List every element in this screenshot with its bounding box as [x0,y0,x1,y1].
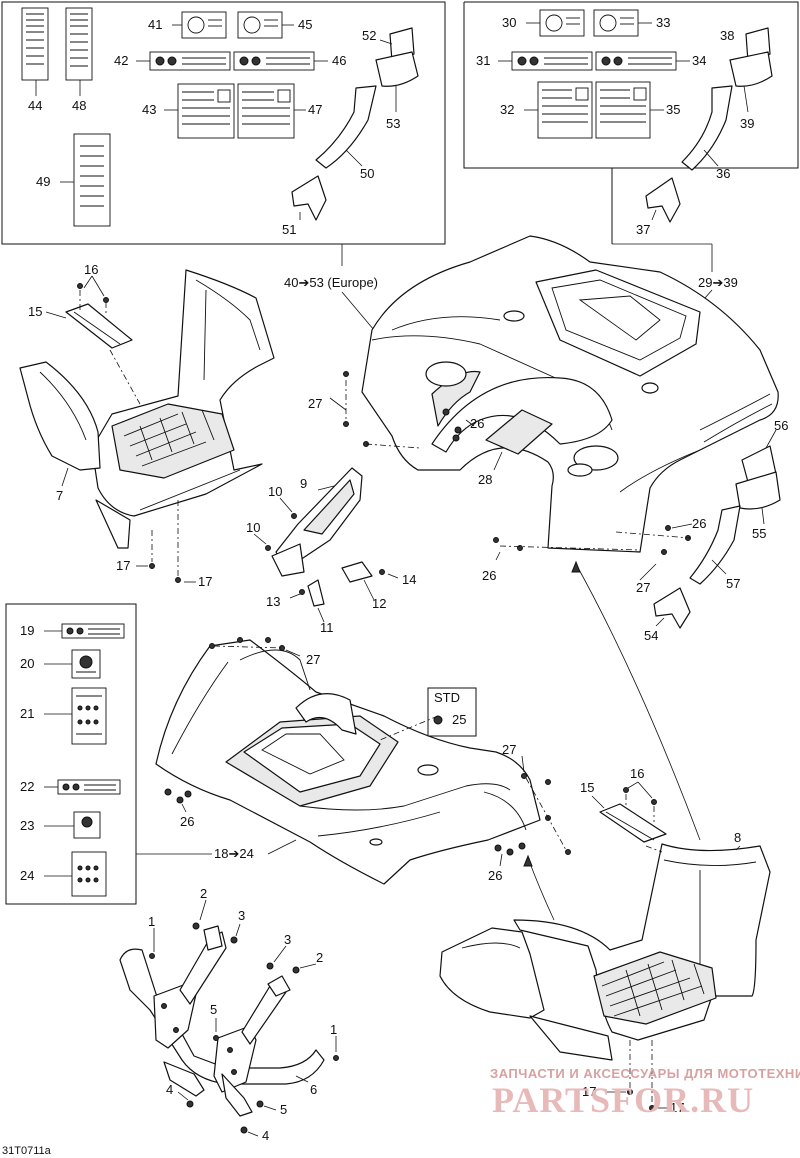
range-europe: 40➔53 (Europe) [284,275,378,290]
range-18-24: 18➔24 [214,846,254,861]
front-fender [155,637,571,921]
callout-16b: 16 [630,766,644,781]
callout-51: 51 [282,222,296,237]
callout-12: 12 [372,596,386,611]
label-kit-europe-box [1,1,446,245]
right-footrest [439,781,771,1111]
callout-47: 47 [308,102,322,117]
callout-35: 35 [666,102,680,117]
callout-27b: 27 [636,580,650,595]
callout-56: 56 [774,418,788,433]
callout-numbers: 44 48 49 41 45 42 46 43 47 52 53 50 51 3… [2,15,788,1157]
callout-39: 39 [740,116,754,131]
left-footrest [19,269,275,583]
callout-22: 22 [20,779,34,794]
callout-17c: 17 [582,1084,596,1099]
callout-17d: 17 [670,1100,684,1115]
callout-46: 46 [332,53,346,68]
callout-10a: 10 [268,484,282,499]
callout-27c: 27 [306,652,320,667]
callout-17a: 17 [116,558,130,573]
callout-5b: 5 [280,1102,287,1117]
callout-26e: 26 [488,868,502,883]
callout-2b: 2 [316,950,323,965]
callout-43: 43 [142,102,156,117]
callout-32: 32 [500,102,514,117]
callout-8: 8 [734,830,741,845]
callout-30: 30 [502,15,516,30]
rear-fender [361,235,779,553]
std-label: STD [434,690,460,705]
callout-5a: 5 [210,1002,217,1017]
callout-17b: 17 [198,574,212,589]
callout-20: 20 [20,656,34,671]
callout-15a: 15 [28,304,42,319]
callout-6: 6 [310,1082,317,1097]
callout-21: 21 [20,706,34,721]
watermark-tagline: ЗАПЧАСТИ И АКСЕССУАРЫ ДЛЯ МОТОТЕХНИКИ [490,1066,800,1081]
label-kit-standard-box [463,1,799,244]
figure-code: 31T0711a [2,1145,52,1157]
callout-31: 31 [476,53,490,68]
callout-10b: 10 [246,520,260,535]
rear-fender-fasteners [329,371,693,581]
support-brackets [253,467,399,623]
callout-54: 54 [644,628,658,643]
callout-49: 49 [36,174,50,189]
callout-19: 19 [20,623,34,638]
callout-34: 34 [692,53,706,68]
callout-26a: 26 [470,416,484,431]
callout-24: 24 [20,868,34,883]
rear-mudflaps [653,429,781,629]
callout-4a: 4 [166,1082,173,1097]
callout-38: 38 [720,28,734,43]
callout-25: 25 [452,712,466,727]
callout-44: 44 [28,98,42,113]
callout-4b: 4 [262,1128,269,1143]
watermark-logo: PARTSFOR.RU [492,1080,754,1120]
callout-48: 48 [72,98,86,113]
callout-26b: 26 [482,568,496,583]
callout-53: 53 [386,116,400,131]
callout-9: 9 [300,476,307,491]
callout-1b: 1 [330,1022,337,1037]
callout-27d: 27 [502,742,516,757]
callout-26c: 26 [692,516,706,531]
callout-15b: 15 [580,780,594,795]
callout-3b: 3 [284,932,291,947]
callout-1a: 1 [148,914,155,929]
callout-27a: 27 [308,396,322,411]
callout-45: 45 [298,17,312,32]
range-29-39: 29➔39 [698,275,738,290]
callout-33: 33 [656,15,670,30]
callout-23: 23 [20,818,34,833]
callout-3a: 3 [238,908,245,923]
callout-2a: 2 [200,886,207,901]
callout-41: 41 [148,17,162,32]
callout-26d: 26 [180,814,194,829]
callout-16a: 16 [84,262,98,277]
callout-57: 57 [726,576,740,591]
callout-28: 28 [478,472,492,487]
callout-42: 42 [114,53,128,68]
callout-11: 11 [320,620,334,635]
callout-55: 55 [752,526,766,541]
callout-37: 37 [636,222,650,237]
callout-52: 52 [362,28,376,43]
callout-50: 50 [360,166,374,181]
callout-14: 14 [402,572,416,587]
callout-13: 13 [266,594,280,609]
front-bumper [119,899,339,1137]
callout-7: 7 [56,488,63,503]
label-kit-front-box [5,603,297,905]
watermark: ЗАПЧАСТИ И АКСЕССУАРЫ ДЛЯ МОТОТЕХНИКИ PA… [490,1066,800,1120]
callout-36: 36 [716,166,730,181]
